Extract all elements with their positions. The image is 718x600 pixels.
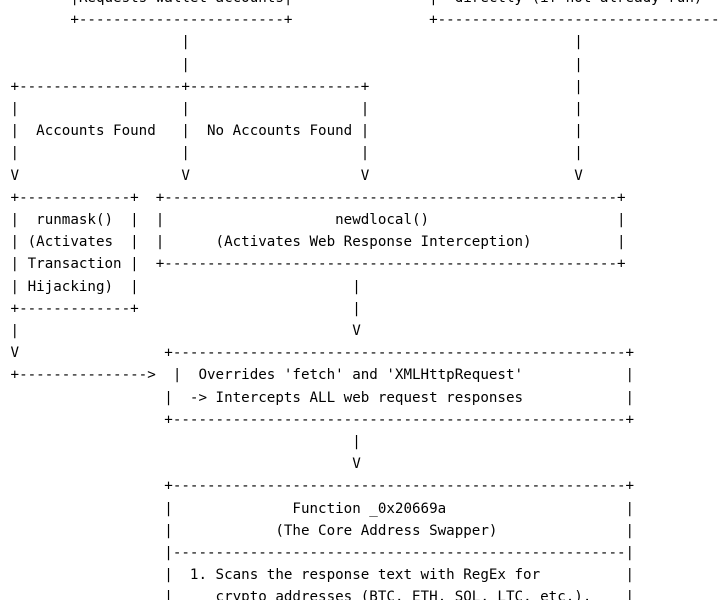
ascii-art-block: |Requests wallet accounts| | directly (i… bbox=[10, 0, 718, 600]
ascii-diagram-canvas: |Requests wallet accounts| | directly (i… bbox=[10, 0, 718, 600]
